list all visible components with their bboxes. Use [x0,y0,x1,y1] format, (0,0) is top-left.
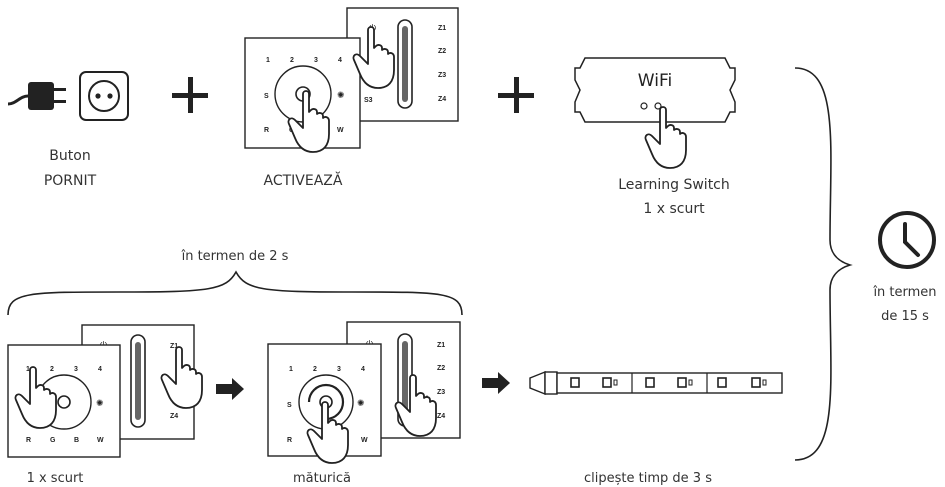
r-key: R [26,437,31,444]
zone-2-label: Z2 [437,365,445,372]
number-2-key: 2 [290,57,294,64]
within-2s-label: în termen de 2 s [181,249,289,264]
sweep-label: măturică [293,471,351,486]
number-3-key: 3 [74,366,78,373]
blinks-label: clipește timp de 3 s [584,471,712,486]
within-15s-label-1: în termen [872,285,936,300]
wall-socket-icon [79,71,129,121]
top-brace [7,270,463,316]
remote-control-front-panel: 1 2 3 4 S S2 S3 ✺ R G W [244,26,395,153]
power-button-label-1: Buton [49,148,90,164]
remote-control-front-panel: 1 2 3 4 S ✺ R B W [267,343,382,464]
w-key: W [361,437,368,444]
plus-icon [498,77,534,113]
zone-3-label: Z3 [438,72,446,79]
bulb-icon: ✺ [96,399,104,409]
remote-control-front-panel: 1 2 3 4 ✺ R G B W [7,344,121,458]
zone-1-label: Z1 [170,343,178,350]
b-key: B [74,437,79,444]
learning-switch-label: Learning Switch [618,177,730,193]
zone-3-label: Z3 [437,389,445,396]
wifi-label: WiFi [638,71,672,91]
g-key: G [50,437,56,444]
right-arrow-icon [216,378,244,400]
wifi-module: WiFi [574,57,736,169]
zone-1-label: Z1 [438,25,446,32]
w-key: W [97,437,104,444]
activate-label: ACTIVEAZĂ [264,171,343,189]
zone-4-label: Z4 [437,413,445,420]
zone-2-label: Z2 [438,48,446,55]
number-1-key: 1 [26,366,30,373]
number-3-key: 3 [337,366,341,373]
within-15s-label-2: de 15 s [881,309,929,324]
one-short-bottom-label: 1 x scurt [27,471,84,486]
rotation-arrow-icon [307,383,345,421]
zone-1-label: Z1 [437,342,445,349]
number-4-key: 4 [361,366,365,373]
number-3-key: 3 [314,57,318,64]
power-button-label-2: PORNIT [44,173,97,189]
zone-4-label: Z4 [438,96,446,103]
clock-icon [878,211,936,269]
number-2-key: 2 [50,366,54,373]
number-4-key: 4 [338,57,342,64]
bulb-icon: ✺ [357,399,365,409]
number-1-key: 1 [266,57,270,64]
s3-key: S3 [364,97,373,104]
zone-4-label: Z4 [170,413,178,420]
w-key: W [337,127,344,134]
one-short-top-label: 1 x scurt [643,201,705,217]
s-key: S [287,402,292,409]
number-1-key: 1 [289,366,293,373]
bulb-icon: ✺ [337,91,345,101]
right-arrow-icon [482,372,510,394]
number-4-key: 4 [98,366,102,373]
r-key: R [264,127,269,134]
power-plug-icon [7,82,66,110]
r-key: R [287,437,292,444]
number-2-key: 2 [313,366,317,373]
plus-icon [172,77,208,113]
s-key: S [264,93,269,100]
led-strip [529,370,783,396]
right-brace [794,67,853,461]
